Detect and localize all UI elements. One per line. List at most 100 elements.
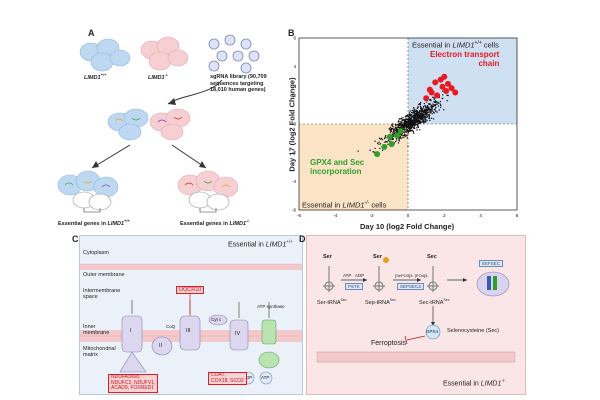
etc-line-1: Electron transport xyxy=(430,50,500,59)
y-tick-label: 4 xyxy=(293,64,296,69)
background-point xyxy=(426,104,429,107)
background-point xyxy=(398,118,401,120)
background-point xyxy=(397,142,400,144)
y-tick-label: 2 xyxy=(293,93,296,98)
background-point xyxy=(422,122,425,124)
background-point xyxy=(398,127,401,129)
background-point xyxy=(379,138,382,140)
background-point xyxy=(410,120,412,122)
wt-cell-gene: LIMD1 xyxy=(84,74,101,81)
background-point xyxy=(434,105,436,107)
background-point xyxy=(400,125,402,127)
red-box-left-line-2: NDUFC2, NDUFV1, xyxy=(111,379,156,386)
background-point xyxy=(432,96,434,98)
background-point xyxy=(404,116,407,118)
background-point xyxy=(379,143,382,145)
background-point xyxy=(438,102,440,104)
background-point xyxy=(447,94,449,97)
background-point xyxy=(406,137,408,139)
panel-d-essential-prefix: Essential in xyxy=(443,380,481,388)
background-point xyxy=(395,139,398,141)
background-point xyxy=(428,109,430,111)
etc-point xyxy=(434,92,441,99)
top-label-suffix: cells xyxy=(481,40,499,50)
background-point xyxy=(423,119,425,121)
sec-trna-shape xyxy=(427,266,439,292)
background-point xyxy=(384,136,387,138)
background-point xyxy=(419,114,422,117)
background-point xyxy=(404,125,407,127)
background-point xyxy=(422,120,424,123)
panel-d: D xyxy=(299,234,526,395)
background-point xyxy=(412,120,414,123)
background-point xyxy=(399,136,402,138)
x-tick-label: 6 xyxy=(516,213,519,218)
background-point xyxy=(404,129,406,131)
background-point xyxy=(424,108,426,111)
background-point xyxy=(430,100,432,102)
cyt-c xyxy=(208,314,228,326)
background-point xyxy=(400,122,402,124)
background-point xyxy=(439,103,442,105)
background-point xyxy=(423,110,426,112)
red-box-left-line-3: ACAD9, FOXRED1 xyxy=(111,385,155,391)
background-point xyxy=(418,120,421,123)
red-box-right-line-1: COA7, xyxy=(211,372,227,378)
background-point xyxy=(413,120,416,123)
background-point xyxy=(403,123,405,125)
background-point xyxy=(396,127,398,130)
cytoplasm-label: Cytoplasm xyxy=(83,250,109,256)
etc-point xyxy=(423,95,430,102)
background-point xyxy=(424,119,427,121)
background-point xyxy=(403,136,405,139)
background-point xyxy=(411,129,413,132)
background-point xyxy=(413,123,416,125)
background-point xyxy=(408,123,411,125)
wt-cell-sup: +/+ xyxy=(100,72,107,77)
background-point xyxy=(412,118,414,121)
background-point xyxy=(405,124,407,126)
background-point xyxy=(414,127,416,130)
background-point xyxy=(417,106,419,109)
panel-a-letter: A xyxy=(88,28,95,38)
background-point xyxy=(424,104,426,107)
background-point xyxy=(411,122,413,125)
background-point xyxy=(406,114,409,116)
matrix-line-1: Mitochondrial xyxy=(83,346,116,352)
background-point xyxy=(417,125,419,127)
background-point xyxy=(426,116,428,118)
ser-trna-text: Ser-tRNA xyxy=(317,299,341,306)
background-point xyxy=(415,114,418,117)
background-point xyxy=(440,106,442,109)
atp-synthase-label: ATP synthase xyxy=(257,304,285,309)
background-point xyxy=(408,126,411,129)
ko-cell-label: LIMD1-/- xyxy=(148,72,168,81)
top-label-sup: +/+ xyxy=(474,40,482,46)
background-point xyxy=(419,113,421,116)
background-point xyxy=(425,114,427,116)
background-point xyxy=(410,126,413,128)
atp-label: ATP xyxy=(261,375,270,380)
background-point xyxy=(416,111,418,113)
background-point xyxy=(403,120,406,123)
ko-outcome-cells xyxy=(177,170,239,213)
background-point xyxy=(428,107,431,109)
background-point xyxy=(406,120,408,122)
bottom-left-label: Essential in LIMD1-/- cells xyxy=(302,200,386,210)
background-point xyxy=(441,97,443,99)
background-point xyxy=(412,115,414,117)
background-point xyxy=(407,131,409,134)
background-point xyxy=(409,117,411,120)
ser-trna-label: Ser-tRNASec xyxy=(317,298,347,306)
background-point xyxy=(422,107,425,109)
gpx-point xyxy=(386,133,393,140)
background-point xyxy=(420,122,422,124)
background-point xyxy=(381,149,384,152)
panel-a-illustration xyxy=(57,34,260,213)
background-point xyxy=(407,133,409,135)
ferroptosis-label: Ferroptosis xyxy=(371,340,407,347)
background-point xyxy=(414,114,416,116)
background-point xyxy=(425,121,427,123)
background-point xyxy=(429,119,431,122)
